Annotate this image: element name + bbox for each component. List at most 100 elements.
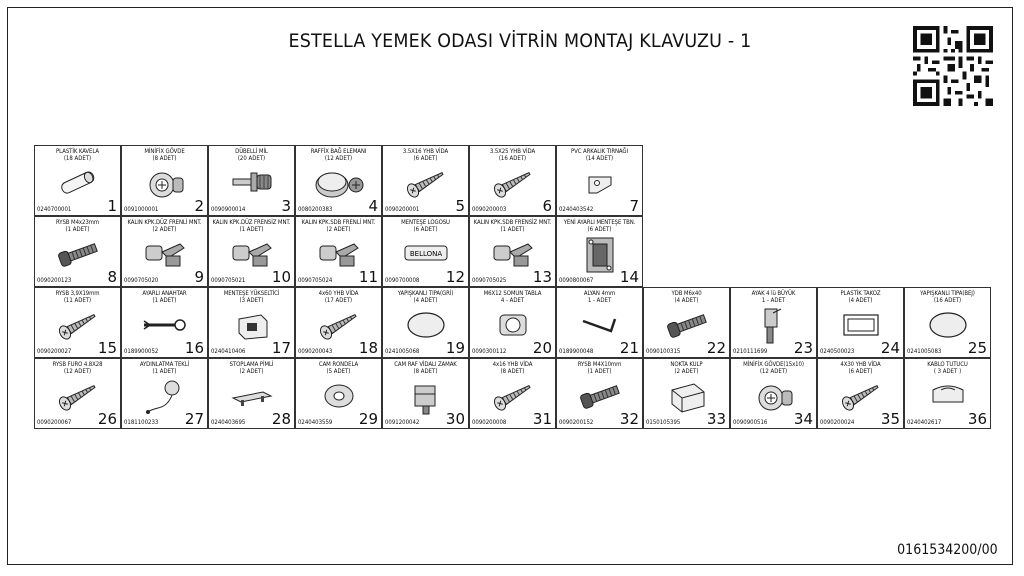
hinge-logo-text: BELLONA [410,250,443,258]
part-name: PLASTİK KAVELA [56,148,99,155]
part-name: YAPIŞKANLI TIPA(GRİ) [397,290,454,297]
part-name: 4x60 YHB VİDA [318,290,359,297]
part-name: MENTEŞE YÜKSELTİCİ [223,290,280,297]
raffix-connector-icon [315,172,364,198]
part-quantity: (1 ADET) [500,226,525,233]
part-code: 0090200123 [37,277,72,284]
part-number: 14 [619,268,639,286]
part-quantity: (12 ADET) [759,368,788,375]
dowel-icon [61,171,95,194]
part-number: 33 [706,410,726,428]
knob-icon [671,383,705,413]
allen-key-icon [582,318,617,333]
part-name: 3.5X25 YHB VİDA [489,148,536,155]
nut-plate-icon [499,314,527,336]
part-cell: KALIN KPK.SDB FRENSİZ MNT.(1 ADET)009070… [469,216,556,287]
part-quantity: (2 ADET) [152,226,177,233]
part-name: M6X12 SOMUN TABLA [483,290,542,297]
part-quantity: (6 ADET) [848,368,873,375]
part-code: 0090705024 [298,277,333,284]
part-name: DÜBELLİ MİL [235,148,268,155]
part-code: 0189900048 [559,348,594,355]
part-number: 21 [619,339,639,357]
part-code: 0240402617 [907,419,942,426]
part-quantity: (6 ADET) [587,226,612,233]
part-code: 0090200008 [472,419,507,426]
screw-icon [493,384,531,411]
part-code: 0090705020 [124,277,159,284]
part-code: 0090200024 [820,419,855,426]
part-code: 0240500023 [820,348,855,355]
cable-holder-icon [932,385,964,403]
part-code: 0241005083 [907,348,942,355]
stopper-icon [231,391,273,406]
part-number: 22 [706,339,726,357]
part-quantity: (6 ADET) [413,155,438,162]
part-quantity: (12 ADET) [324,155,353,162]
part-code: 0090200152 [559,419,594,426]
part-quantity: 1 - ADET [761,297,786,304]
part-number: 30 [445,410,465,428]
part-code: 0090705025 [472,277,507,284]
part-quantity: (4 ADET) [674,297,699,304]
part-number: 35 [880,410,900,428]
part-quantity: (8 ADET) [152,155,177,162]
part-quantity: 1 - ADET [587,297,612,304]
part-quantity: (17 ADET) [324,297,353,304]
part-quantity: (1 ADET) [239,226,264,233]
part-code: 0090200003 [472,206,507,213]
part-quantity: (1 ADET) [152,368,177,375]
back-panel-clip-icon [588,176,612,194]
part-quantity: (16 ADET) [498,155,527,162]
part-code: 0090705021 [211,277,246,284]
part-cell: KALIN KPK.SDB FRENLİ MNT.(2 ADET)0090705… [295,216,382,287]
part-number: 5 [455,197,465,215]
minifix-body-icon [149,172,184,198]
part-number: 2 [194,197,204,215]
part-name: 3.5X16 YHB VİDA [402,148,449,155]
part-name: CAM RAF VİDALI ZAMAK [394,361,457,368]
part-quantity: (6 ADET) [413,226,438,233]
part-name: RYSB M4x23mm [56,219,99,226]
part-number: 12 [445,268,465,286]
part-code: 0090100315 [646,348,681,355]
part-number: 7 [629,197,639,215]
part-name: RYSB M4X10mm [577,361,622,368]
screw-icon [58,384,96,411]
part-cell: KALIN KPK.DÜZ FRENSİZ MNT.(1 ADET)009070… [208,216,295,287]
part-name: YENİ AYARLI MENTEŞE TBN. [563,219,636,226]
part-quantity: (4 ADET) [848,297,873,304]
part-name: YAPIŞKANLI TIPA(BEJ) [920,290,975,297]
part-code: 0240410406 [211,348,246,355]
minifix-body-icon [758,385,793,411]
part-quantity: (5 ADET) [326,368,351,375]
part-name: RYSB 3,9X19mm [55,290,100,297]
bolt-icon [58,243,98,267]
hinge-icon [232,243,272,267]
part-quantity: (14 ADET) [585,155,614,162]
bolt-icon [667,314,707,338]
part-quantity: ( 3 ADET ) [933,368,962,375]
part-number: 31 [532,410,552,428]
shelf-support-icon [414,385,436,415]
screw-icon [406,171,444,198]
hinge-riser-icon [238,314,268,340]
part-name: AYARLI ANAHTAR [142,290,187,297]
hinge-icon [319,243,359,267]
part-code: 0091000001 [124,206,159,213]
part-name: KALIN KPK.SDB FRENLİ MNT. [301,219,376,226]
